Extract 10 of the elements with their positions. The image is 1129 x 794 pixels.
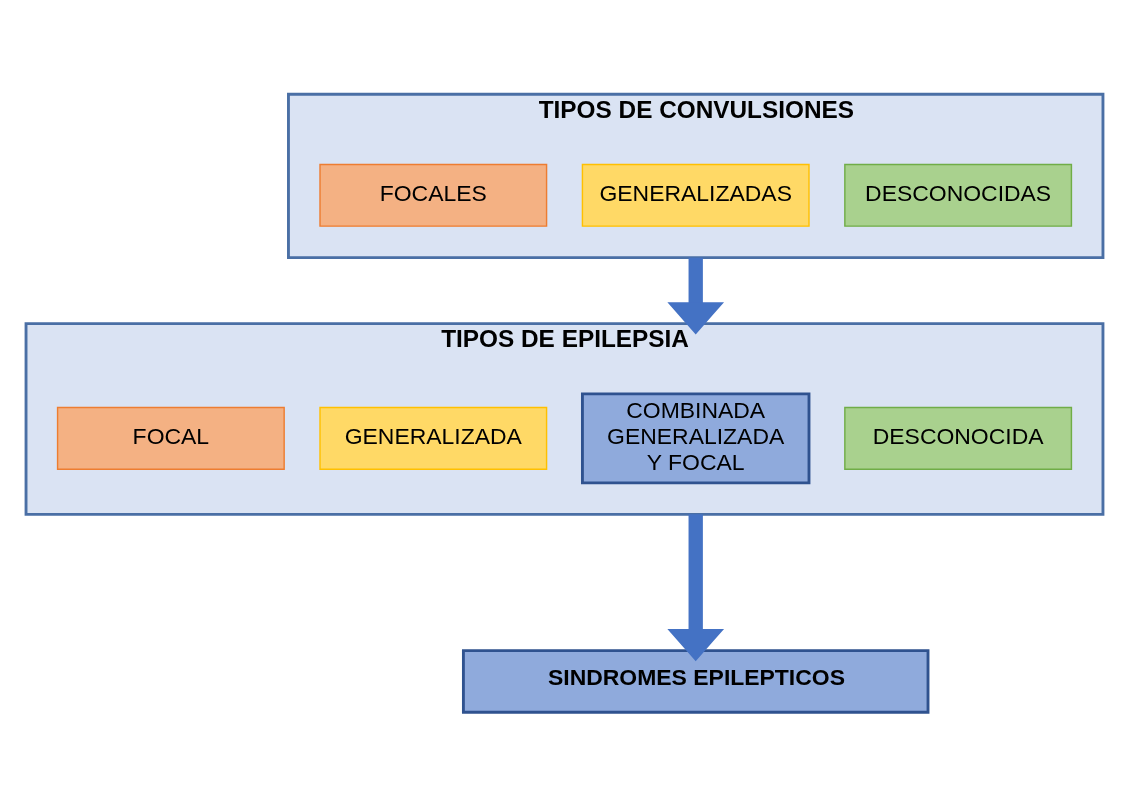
- node-box: DESCONOCIDAS: [844, 163, 1073, 227]
- arrow: [667, 513, 725, 661]
- arrow: [667, 257, 725, 335]
- node-box: FOCAL: [56, 406, 285, 470]
- node-box: SINDROMES EPILEPTICOS: [461, 648, 930, 714]
- node-box: DESCONOCIDA: [844, 406, 1073, 470]
- node-box: GENERALIZADAS: [581, 163, 810, 227]
- node-box: FOCALES: [319, 163, 548, 227]
- node-box: COMBINADA GENERALIZADA Y FOCAL: [581, 391, 811, 484]
- node-box: GENERALIZADA: [319, 406, 548, 470]
